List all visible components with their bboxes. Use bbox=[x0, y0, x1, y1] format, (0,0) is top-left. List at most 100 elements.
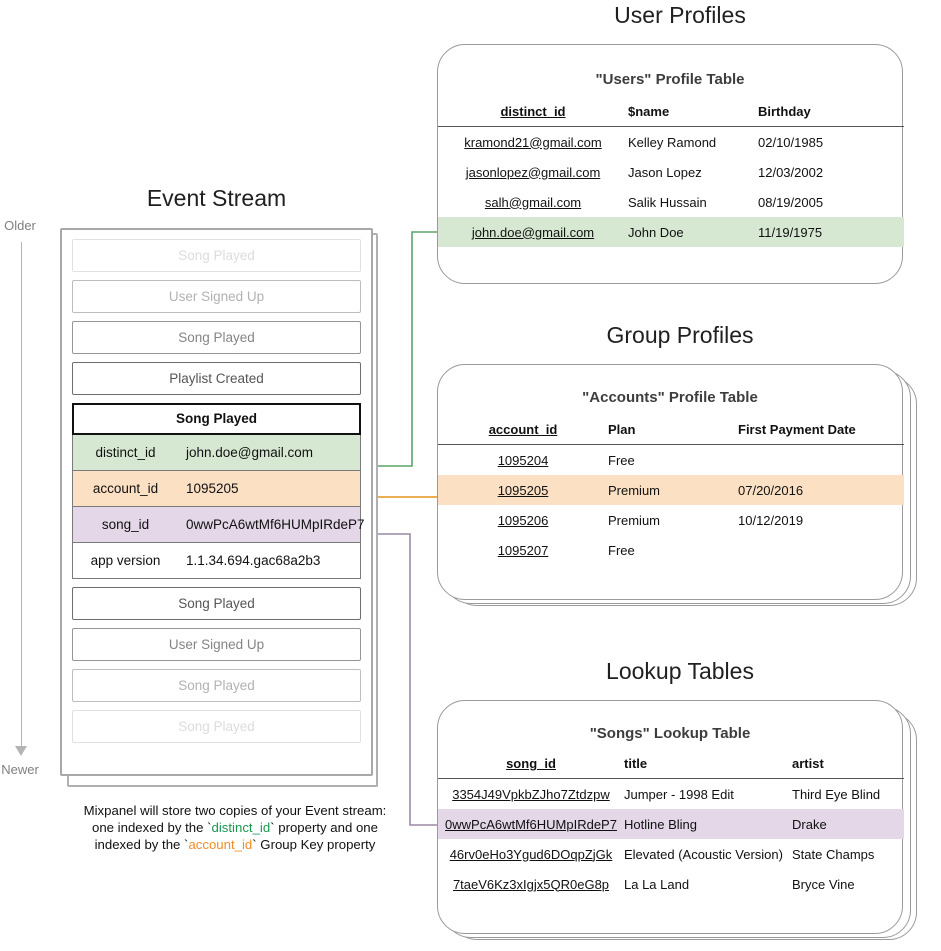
column-header-birthday[interactable]: Birthday bbox=[758, 100, 904, 127]
group-profiles-panel-stack: "Accounts" Profile Table account_id Plan… bbox=[437, 364, 917, 614]
cell-plan: Free bbox=[608, 452, 635, 468]
property-value: john.doe@gmail.com bbox=[186, 445, 314, 460]
cell-plan: Free bbox=[608, 542, 635, 558]
cell-first-payment-date bbox=[738, 445, 904, 476]
table-row-highlighted[interactable]: 1095205 Premium 07/20/2016 bbox=[438, 475, 904, 505]
property-key: song_id bbox=[101, 517, 150, 532]
table-row[interactable]: 1095207 Free bbox=[438, 535, 904, 565]
property-key: account_id bbox=[92, 481, 159, 496]
accounts-table-title: "Accounts" Profile Table bbox=[582, 389, 758, 406]
column-header-artist[interactable]: artist bbox=[792, 752, 904, 779]
event-stream-stack: Song Played User Signed Up Song Played P… bbox=[60, 228, 390, 787]
event-property-distinct-id: distinct_id john.doe@gmail.com bbox=[72, 435, 361, 471]
event-card[interactable]: Song Played bbox=[72, 239, 361, 272]
cell-name: Salik Hussain bbox=[628, 194, 707, 210]
lookup-tables-panel-stack: "Songs" Lookup Table song_id title artis… bbox=[437, 700, 917, 948]
table-row-highlighted[interactable]: 0wwPcA6wtMf6HUMpIRdeP7 Hotline Bling Dra… bbox=[438, 809, 904, 839]
event-property-app-version: app version 1.1.34.694.gac68a2b3 bbox=[72, 543, 361, 579]
lookup-tables-panel: "Songs" Lookup Table song_id title artis… bbox=[437, 700, 904, 934]
caption-line-3-post: ` Group Key property bbox=[252, 837, 376, 852]
event-card[interactable]: User Signed Up bbox=[72, 280, 361, 313]
songs-table-title: "Songs" Lookup Table bbox=[589, 725, 751, 742]
event-property-account-id: account_id 1095205 bbox=[72, 471, 361, 507]
cell-first-payment-date: 07/20/2016 bbox=[738, 475, 904, 505]
table-row[interactable]: kramond21@gmail.com Kelley Ramond 02/10/… bbox=[438, 127, 904, 158]
event-stream-card-front: Song Played User Signed Up Song Played P… bbox=[60, 228, 373, 776]
table-row[interactable]: 3354J49VpkbZJho7Ztdzpw Jumper - 1998 Edi… bbox=[438, 779, 904, 810]
column-header-first-payment-date[interactable]: First Payment Date bbox=[738, 418, 904, 445]
cell-artist: Drake bbox=[792, 809, 904, 839]
cell-birthday: 02/10/1985 bbox=[758, 134, 824, 150]
songs-table: song_id title artist 3354J49VpkbZJho7Ztd… bbox=[438, 752, 904, 899]
table-header-row: account_id Plan First Payment Date bbox=[438, 418, 904, 445]
column-header-name[interactable]: $name bbox=[628, 100, 758, 127]
cell-account-id: 1095206 bbox=[497, 512, 549, 528]
event-name: Song Played bbox=[72, 403, 361, 435]
users-table: distinct_id $name Birthday kramond21@gma… bbox=[438, 100, 904, 247]
property-value: 1095205 bbox=[186, 481, 239, 496]
timeline-older-label: Older bbox=[4, 218, 36, 233]
caption-line-2-post: ` property and one bbox=[270, 820, 378, 835]
property-key: distinct_id bbox=[95, 445, 156, 460]
cell-distinct-id: salh@gmail.com bbox=[484, 194, 582, 210]
cell-name: Jason Lopez bbox=[628, 164, 702, 180]
caption-line-3-pre: indexed by the ` bbox=[94, 837, 189, 852]
property-value: 1.1.34.694.gac68a2b3 bbox=[186, 553, 321, 568]
cell-name: John Doe bbox=[628, 217, 758, 247]
table-row[interactable]: jasonlopez@gmail.com Jason Lopez 12/03/2… bbox=[438, 157, 904, 187]
cell-artist: State Champs bbox=[792, 846, 875, 862]
cell-first-payment-date: 10/12/2019 bbox=[738, 512, 804, 528]
table-row-highlighted[interactable]: john.doe@gmail.com John Doe 11/19/1975 bbox=[438, 217, 904, 247]
cell-plan: Premium bbox=[608, 512, 661, 528]
caption-line-2-pre: one indexed by the ` bbox=[92, 820, 212, 835]
event-card[interactable]: Song Played bbox=[72, 669, 361, 702]
cell-song-id: 46rv0eHo3Ygud6DOqpZjGk bbox=[449, 846, 613, 862]
column-header-distinct-id[interactable]: distinct_id bbox=[438, 100, 628, 127]
table-row[interactable]: 1095206 Premium 10/12/2019 bbox=[438, 505, 904, 535]
caption-token-distinct-id: distinct_id bbox=[211, 820, 271, 835]
user-profiles-title: User Profiles bbox=[614, 2, 746, 28]
user-profiles-panel: "Users" Profile Table distinct_id $name … bbox=[437, 44, 904, 284]
event-card-expanded[interactable]: Song Played distinct_id john.doe@gmail.c… bbox=[72, 403, 365, 579]
event-card[interactable]: User Signed Up bbox=[72, 628, 361, 661]
cell-distinct-id: kramond21@gmail.com bbox=[464, 134, 602, 150]
event-card[interactable]: Song Played bbox=[72, 710, 361, 743]
event-card[interactable]: Song Played bbox=[72, 321, 361, 354]
cell-account-id: 1095204 bbox=[497, 452, 549, 468]
cell-birthday: 12/03/2002 bbox=[758, 164, 824, 180]
column-header-plan[interactable]: Plan bbox=[608, 418, 738, 445]
cell-song-id: 7taeV6Kz3xIgjx5QR0eG8p bbox=[452, 876, 610, 892]
table-row[interactable]: salh@gmail.com Salik Hussain 08/19/2005 bbox=[438, 187, 904, 217]
cell-distinct-id: john.doe@gmail.com bbox=[471, 224, 595, 240]
table-row[interactable]: 46rv0eHo3Ygud6DOqpZjGk Elevated (Acousti… bbox=[438, 839, 904, 869]
cell-title: Elevated (Acoustic Version) bbox=[624, 846, 783, 862]
event-property-song-id: song_id 0wwPcA6wtMf6HUMpIRdeP7 bbox=[72, 507, 365, 543]
cell-song-id: 0wwPcA6wtMf6HUMpIRdeP7 bbox=[445, 816, 617, 832]
table-row[interactable]: 1095204 Free bbox=[438, 445, 904, 476]
cell-title: Hotline Bling bbox=[624, 809, 792, 839]
table-header-row: distinct_id $name Birthday bbox=[438, 100, 904, 127]
lookup-tables-title: Lookup Tables bbox=[606, 658, 754, 684]
cell-title: Jumper - 1998 Edit bbox=[624, 786, 734, 802]
cell-song-id: 3354J49VpkbZJho7Ztdzpw bbox=[452, 786, 610, 802]
column-header-song-id[interactable]: song_id bbox=[438, 752, 624, 779]
cell-account-id: 1095205 bbox=[497, 482, 549, 498]
caption-line-1: Mixpanel will store two copies of your E… bbox=[83, 803, 387, 818]
column-header-account-id[interactable]: account_id bbox=[438, 418, 608, 445]
cell-plan: Premium bbox=[608, 475, 738, 505]
timeline-newer-label: Newer bbox=[1, 762, 39, 777]
accounts-table: account_id Plan First Payment Date 10952… bbox=[438, 418, 904, 565]
event-card[interactable]: Song Played bbox=[72, 587, 361, 620]
table-row[interactable]: 7taeV6Kz3xIgjx5QR0eG8p La La Land Bryce … bbox=[438, 869, 904, 899]
column-header-title[interactable]: title bbox=[624, 752, 792, 779]
event-stream-caption: Mixpanel will store two copies of your E… bbox=[40, 802, 430, 853]
event-stream-title: Event Stream bbox=[146, 185, 287, 211]
cell-birthday: 11/19/1975 bbox=[758, 217, 904, 247]
event-card[interactable]: Playlist Created bbox=[72, 362, 361, 395]
cell-artist: Third Eye Blind bbox=[792, 786, 881, 802]
cell-account-id: 1095207 bbox=[497, 542, 549, 558]
caption-token-account-id: account_id bbox=[188, 837, 253, 852]
user-profiles-panel-stack: "Users" Profile Table distinct_id $name … bbox=[437, 44, 905, 286]
timeline-arrow-icon bbox=[15, 746, 27, 756]
property-key: app version bbox=[90, 553, 161, 568]
